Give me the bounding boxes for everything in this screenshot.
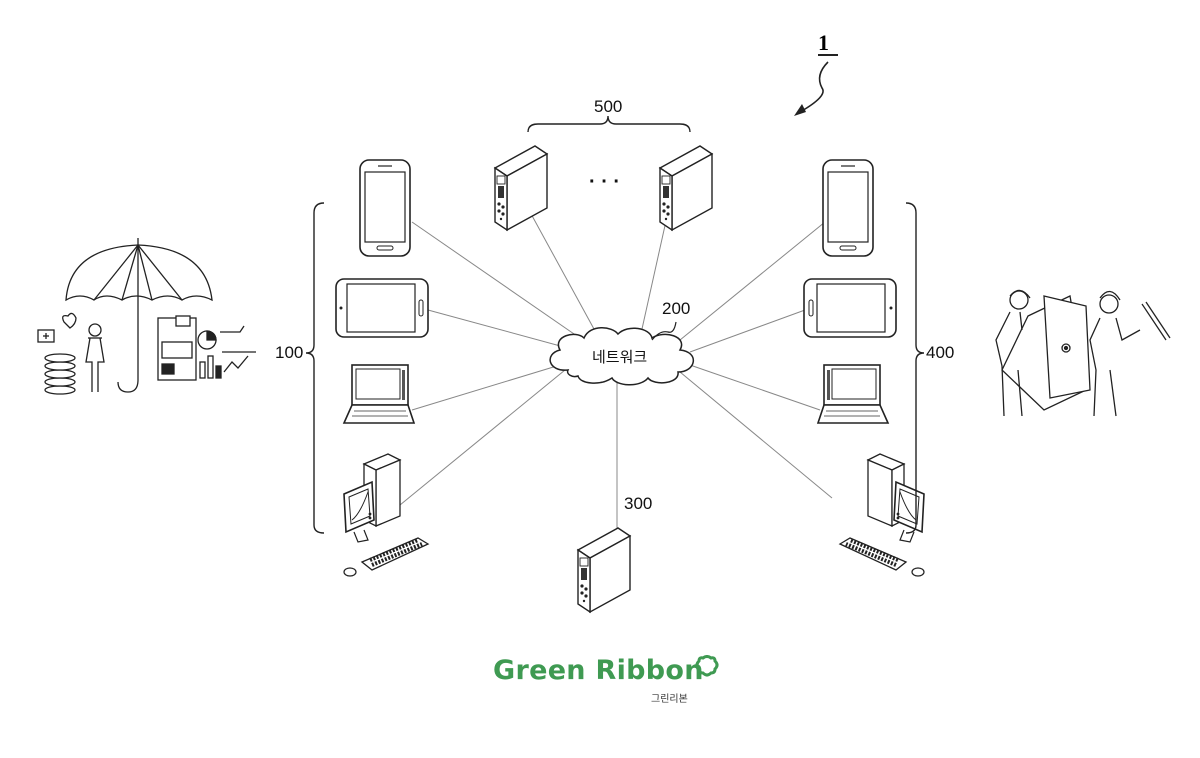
tablet-icon	[804, 279, 896, 337]
ribbon-icon	[695, 655, 719, 679]
user-terminals-label: 100	[275, 344, 303, 361]
smartphone-icon	[823, 160, 873, 256]
server-label: 300	[624, 495, 652, 512]
contract-illustration	[996, 290, 1170, 416]
insurance-illustration	[38, 238, 256, 394]
external-servers-label: 500	[594, 98, 622, 115]
desktop-computer-icon	[344, 454, 428, 576]
server-tower-icon	[495, 146, 547, 230]
brace-right	[906, 203, 924, 533]
network-text-label: 네트워크	[592, 350, 647, 365]
brace-left	[306, 203, 324, 533]
figure-arrow	[800, 62, 828, 112]
laptop-icon	[344, 365, 414, 423]
server-tower-icon	[578, 528, 630, 612]
figure-arrowhead	[794, 104, 806, 116]
desktop-computer-icon	[840, 454, 924, 576]
server-tower-icon	[660, 146, 712, 230]
logo-subtitle: 그린리본	[651, 690, 688, 705]
figure-number: 1	[818, 30, 829, 56]
provider-terminal-group	[804, 160, 924, 576]
user-terminal-group	[336, 160, 428, 576]
laptop-icon	[818, 365, 888, 423]
provider-terminals-label: 400	[926, 344, 954, 361]
network-ref-label: 200	[662, 300, 690, 317]
brace-top	[528, 116, 690, 132]
green-ribbon-logo: Green Ribbon 그린리본	[493, 655, 704, 686]
tablet-icon	[336, 279, 428, 337]
smartphone-icon	[360, 160, 410, 256]
logo-wordmark: Green Ribbon	[493, 655, 704, 686]
ellipsis-label: · · ·	[589, 172, 620, 192]
